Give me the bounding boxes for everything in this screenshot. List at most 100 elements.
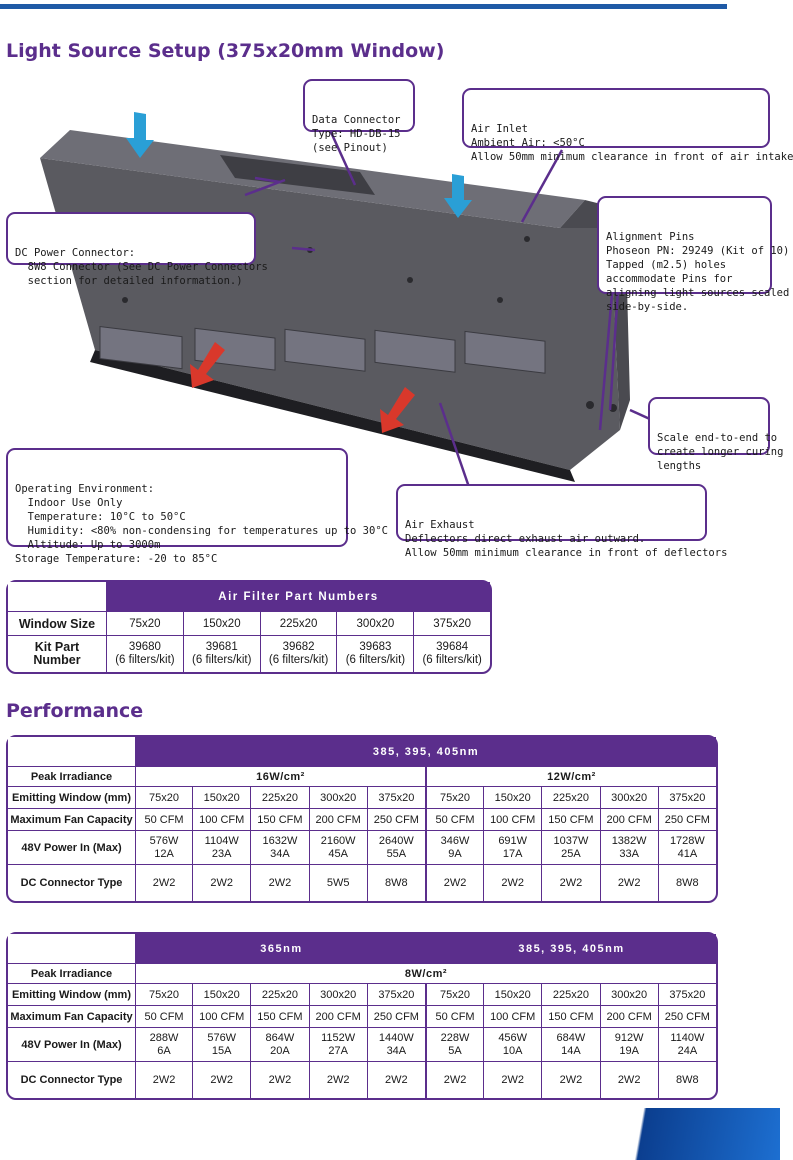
- top-accent-bar: [0, 4, 727, 9]
- irradiance-cell: 12W/cm²: [426, 767, 716, 787]
- emitting-window-cell: 225x20: [251, 787, 310, 809]
- emitting-window-cell: 375x20: [367, 787, 427, 809]
- emitting-window-cell: 225x20: [542, 984, 601, 1006]
- row-label: Emitting Window (mm): [8, 787, 136, 809]
- connector-type-cell: 2W2: [368, 1062, 427, 1098]
- fan-capacity-cell: 50 CFM: [135, 809, 194, 831]
- fan-capacity-cell: 50 CFM: [135, 1006, 194, 1028]
- fan-capacity-cell: 150 CFM: [542, 809, 601, 831]
- filter-part-cell: 39683(6 filters/kit): [337, 636, 415, 672]
- emitting-window-cell: 150x20: [193, 984, 252, 1006]
- connector-type-cell: 5W5: [310, 865, 368, 901]
- irradiance-cell: 8W/cm²: [135, 964, 716, 984]
- connector-type-cell: 8W8: [368, 865, 427, 901]
- fan-capacity-cell: 200 CFM: [600, 1006, 659, 1028]
- emitting-window-cell: 150x20: [193, 787, 252, 809]
- row-label: 48V Power In (Max): [8, 831, 136, 865]
- filter-size-cell: 225x20: [260, 612, 338, 636]
- filter-table-header: Air Filter Part Numbers: [107, 582, 490, 612]
- connector-type-cell: 2W2: [427, 865, 485, 901]
- callout-operating-environment: Operating Environment: Indoor Use Only T…: [6, 448, 388, 565]
- connector-type-cell: 2W2: [484, 1062, 543, 1098]
- fan-capacity-cell: 100 CFM: [193, 1006, 252, 1028]
- fan-capacity-cell: 250 CFM: [367, 809, 427, 831]
- page-title: Light Source Setup (375x20mm Window): [6, 40, 445, 62]
- filter-size-cell: 150x20: [183, 612, 261, 636]
- emitting-window-cell: 75x20: [426, 984, 485, 1006]
- callout-dc-power-connector: DC Power Connector: 8W8 Connector (See D…: [6, 212, 268, 287]
- performance-table-1: 385, 395, 405nm Peak Irradiance 16W/cm² …: [6, 735, 718, 903]
- connector-type-cell: 2W2: [136, 1062, 194, 1098]
- filter-part-cell: 39682(6 filters/kit): [261, 636, 338, 672]
- fan-capacity-cell: 250 CFM: [658, 809, 716, 831]
- filter-size-cell: 75x20: [107, 612, 184, 636]
- irradiance-cell: 16W/cm²: [135, 767, 427, 787]
- emitting-window-cell: 75x20: [135, 984, 194, 1006]
- row-label: DC Connector Type: [8, 865, 136, 901]
- connector-type-cell: 2W2: [251, 865, 310, 901]
- filter-part-cell: 39681(6 filters/kit): [184, 636, 261, 672]
- corner-accent: [520, 1108, 780, 1160]
- perf2-header-right: 385, 395, 405nm: [426, 934, 716, 964]
- row-label: Peak Irradiance: [8, 767, 136, 787]
- emitting-window-cell: 150x20: [484, 984, 543, 1006]
- connector-type-cell: 2W2: [193, 865, 252, 901]
- connector-block: [220, 155, 375, 195]
- connector-type-cell: 8W8: [676, 877, 699, 889]
- fan-capacity-cell: 200 CFM: [600, 809, 659, 831]
- connector-type-cell: 2W2: [601, 865, 659, 901]
- fan-capacity-cell: 250 CFM: [367, 1006, 427, 1028]
- air-filter-table: Air Filter Part Numbers Window Size 75x2…: [6, 580, 492, 674]
- row-label: Maximum Fan Capacity: [8, 809, 136, 831]
- air-exhaust-arrows: [190, 342, 415, 433]
- performance-title: Performance: [6, 700, 144, 722]
- fan-capacity-cell: 100 CFM: [484, 809, 543, 831]
- fan-capacity-cell: 250 CFM: [658, 1006, 716, 1028]
- connector-type-cell: 2W2: [601, 1062, 659, 1098]
- row-label: 48V Power In (Max): [8, 1028, 136, 1062]
- filter-part-cell: 39684(6 filters/kit): [422, 641, 482, 666]
- emitting-window-cell: 375x20: [658, 984, 716, 1006]
- emitting-window-cell: 75x20: [135, 787, 194, 809]
- emitting-window-cell: 150x20: [484, 787, 543, 809]
- emitting-window-cell: 300x20: [600, 787, 659, 809]
- fan-capacity-cell: 100 CFM: [193, 809, 252, 831]
- connector-type-cell: 2W2: [484, 865, 543, 901]
- connector-type-cell: 2W2: [427, 1062, 485, 1098]
- air-inlet-arrows: [126, 112, 472, 218]
- perf1-header: 385, 395, 405nm: [135, 737, 716, 767]
- emitting-window-cell: 300x20: [309, 984, 368, 1006]
- fan-capacity-cell: 200 CFM: [309, 809, 368, 831]
- connector-type-cell: 2W2: [542, 1062, 601, 1098]
- window-size-label: Window Size: [8, 612, 107, 636]
- fan-capacity-cell: 150 CFM: [251, 1006, 310, 1028]
- performance-table-2: 365nm 385, 395, 405nm Peak Irradiance 8W…: [6, 932, 718, 1100]
- connector-type-cell: 2W2: [542, 865, 601, 901]
- emitting-window-cell: 375x20: [658, 787, 716, 809]
- filter-size-cell: 300x20: [337, 612, 415, 636]
- connector-type-cell: 8W8: [676, 1074, 699, 1086]
- connector-type-cell: 2W2: [251, 1062, 310, 1098]
